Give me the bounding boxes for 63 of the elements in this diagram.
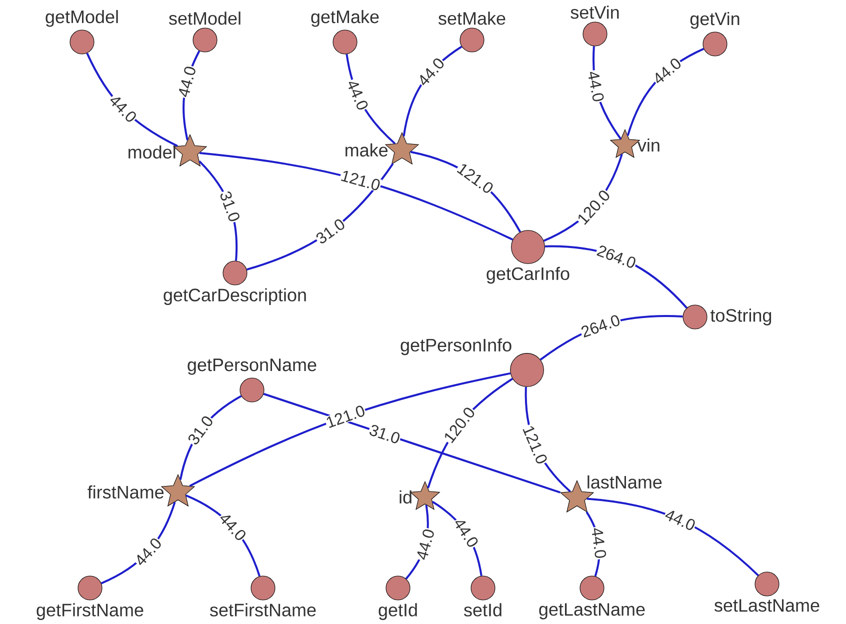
edge-label: 31.0 [367, 422, 402, 446]
node-label: setFirstName [210, 603, 316, 616]
edge-label: 44.0 [452, 516, 480, 550]
circle-node: setLastName [714, 572, 820, 612]
circle-node: toString [682, 304, 772, 330]
node-label: setModel [168, 12, 240, 25]
edge-label: 44.0 [416, 55, 447, 88]
node-label: setLastName [714, 599, 820, 612]
circle-node: setModel [169, 12, 240, 52]
edge-label: 44.0 [414, 527, 436, 562]
circle-node: getFirstName [36, 576, 144, 620]
node-label: setVin [570, 6, 619, 19]
edge-label: 31.0 [218, 189, 242, 224]
circle-node: getPersonName [188, 358, 316, 402]
edge-label: 44.0 [217, 510, 248, 544]
edge-label: 44.0 [662, 507, 698, 532]
edge-label: 121.0 [338, 168, 382, 192]
edge-line [189, 372, 511, 487]
edge-label: 264.0 [594, 244, 638, 270]
circle-node: getCarDescription [164, 260, 306, 305]
circle-node: setFirstName [210, 576, 316, 616]
star-node: lastName [560, 475, 662, 513]
circle-node: getVin [690, 12, 740, 56]
circle-node: getLastName [539, 576, 645, 620]
node-label: model [128, 145, 176, 159]
edge-label: 44.0 [345, 78, 370, 112]
node-label: toString [710, 308, 772, 326]
edge-label: 44.0 [176, 64, 198, 99]
node-label: lastName [588, 475, 662, 489]
edge-label: 44.0 [107, 92, 139, 125]
edge-label: 44.0 [586, 69, 606, 104]
node-label: getCarDescription [164, 288, 306, 305]
edge-line [200, 152, 514, 241]
circle-node: getPersonInfo [400, 338, 544, 387]
node-label: getModel [46, 10, 118, 27]
edge-label: 121.0 [324, 404, 368, 430]
node-label: setId [464, 603, 502, 616]
node-label: getPersonInfo [400, 338, 512, 356]
node-label: getId [378, 603, 417, 620]
node-label: getVin [690, 12, 740, 29]
node-label: getFirstName [36, 603, 144, 620]
circle-node: getId [378, 576, 417, 620]
edge-label: 44.0 [590, 526, 608, 560]
node-label: getMake [311, 10, 379, 27]
edge-label: 264.0 [578, 313, 622, 339]
edge-label: 44.0 [132, 536, 164, 568]
node-label: make [346, 143, 388, 157]
edge-label: 121.0 [521, 423, 549, 466]
circle-node: setId [464, 576, 502, 616]
circle-node: getMake [311, 10, 379, 54]
circle-node: setVin [570, 6, 619, 46]
node-label: firstName [88, 485, 164, 499]
node-label: setMake [438, 12, 506, 25]
node-label: getPersonName [188, 358, 316, 375]
circle-node: getModel [46, 10, 118, 54]
node-label: id [400, 490, 412, 504]
edge-label: 44.0 [650, 56, 684, 86]
node-label: getLastName [539, 603, 645, 620]
edge-label: 31.0 [314, 216, 348, 246]
circle-node: setMake [438, 12, 506, 52]
circle-node: getCarInfo [486, 230, 570, 284]
node-label: getCarInfo [486, 266, 570, 284]
node-label: vin [638, 138, 660, 152]
